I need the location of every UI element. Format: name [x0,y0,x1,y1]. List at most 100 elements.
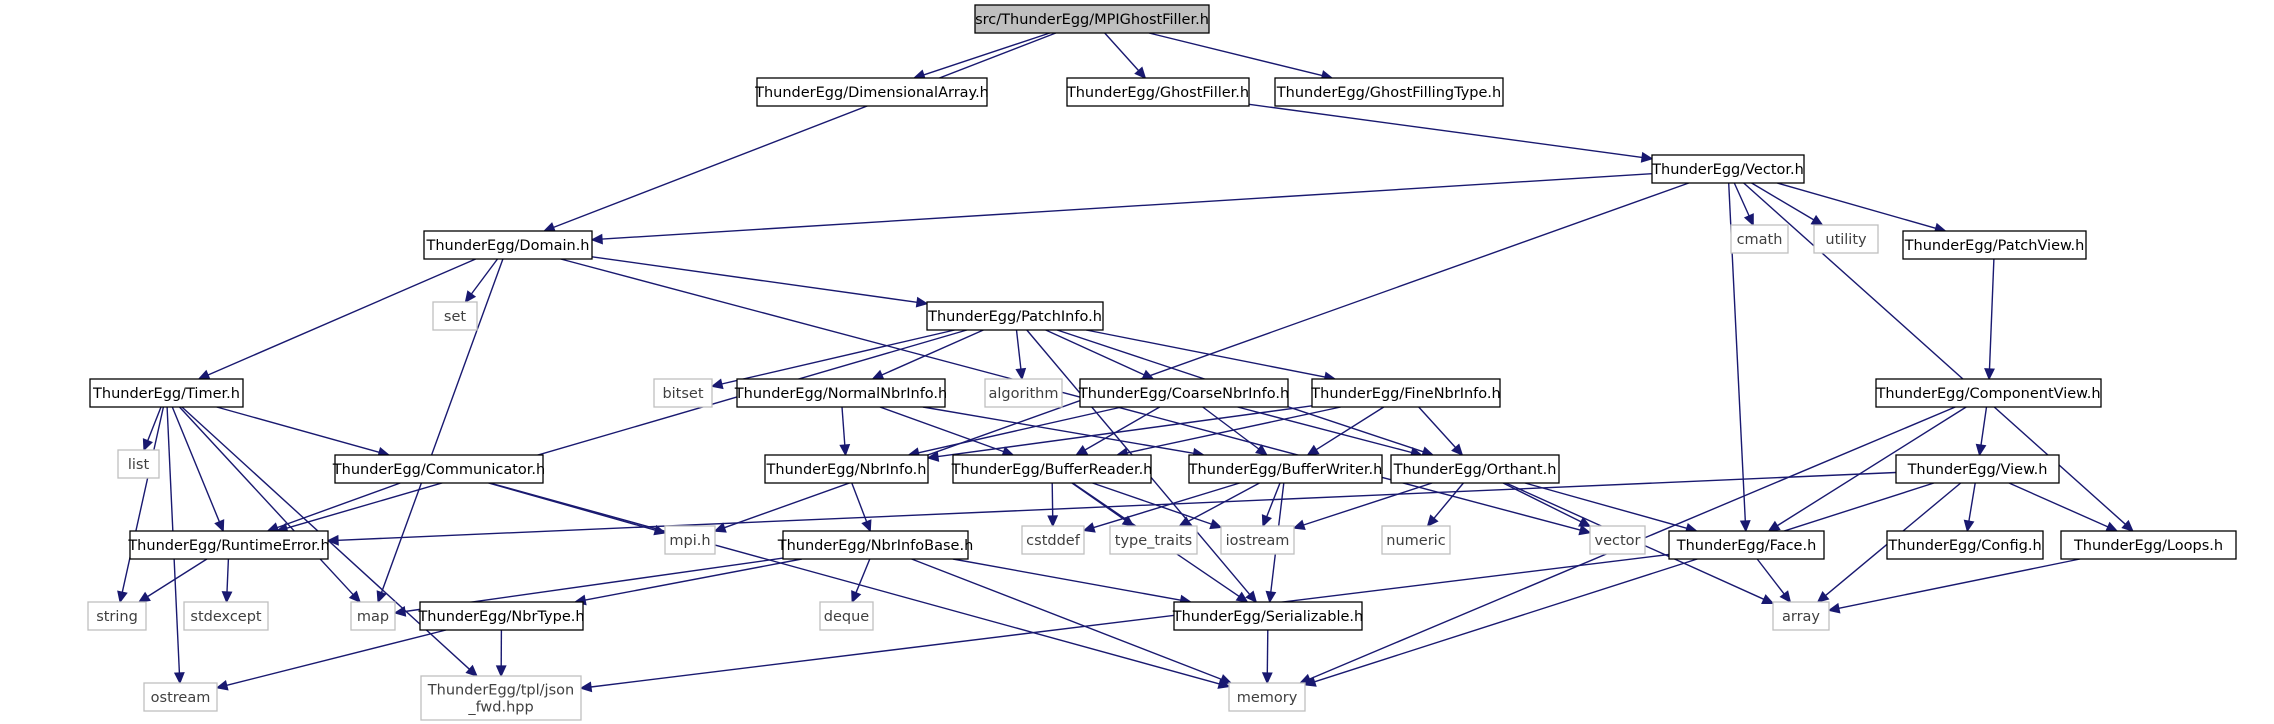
node-cmath: cmath [1730,224,1789,254]
node-ghostfiller[interactable]: ThunderEgg/GhostFiller.h [1066,77,1250,107]
node-label: ThunderEgg/NormalNbrInfo.h [734,386,947,402]
node-label: ostream [151,690,211,706]
node-normalnbr[interactable]: ThunderEgg/NormalNbrInfo.h [734,378,947,408]
node-dimarray[interactable]: ThunderEgg/DimensionalArray.h [754,77,989,107]
edge-line [721,329,955,385]
node-vector_h[interactable]: ThunderEgg/Vector.h [1651,154,1805,184]
node-patchinfo[interactable]: ThunderEgg/PatchInfo.h [926,301,1104,331]
node-box [1390,454,1560,484]
edge-line [1743,182,2126,525]
edge-line [1980,406,1988,446]
node-nbrtype[interactable]: ThunderEgg/NbrType.h [417,601,585,631]
node-label: mpi.h [669,533,710,549]
node-box [143,682,218,712]
node-runtimeerror[interactable]: ThunderEgg/RuntimeError.h [127,530,330,560]
edge-timer-to-string [117,406,165,604]
arrowhead [1245,590,1258,604]
edge-line [1988,258,1995,370]
node-list: list [117,449,160,479]
arrowhead [1640,151,1654,163]
arrowhead [348,590,361,604]
arrowhead [215,679,229,691]
node-nbrinfo[interactable]: ThunderEgg/NbrInfo.h [764,454,929,484]
node-ghostfilltype[interactable]: ThunderEgg/GhostFillingType.h [1274,77,1504,107]
node-coarsenbr[interactable]: ThunderEgg/CoarseNbrInfo.h [1078,378,1289,408]
node-config[interactable]: ThunderEgg/Config.h [1886,530,2044,560]
node-label: ThunderEgg/BufferWriter.h [1188,462,1383,478]
node-array: array [1772,601,1830,631]
edge-bufwriter-to-iostream [1261,482,1281,528]
edge-line [226,558,230,593]
node-box [1668,530,1825,560]
edge-patchinfo-to-runtimeerror [275,329,968,534]
edge-nbrtype-to-jsonfwd [495,629,507,678]
edge-ghostfiller-to-vector_h [1248,103,1654,163]
arrowhead [1255,444,1268,456]
edge-coarsenbr-to-bufwriter [1202,406,1268,456]
edge-componentview-to-view [1975,406,1988,457]
edge-line [1237,406,1412,454]
node-label: cmath [1737,232,1783,248]
arrowhead [1235,591,1249,603]
arrowhead [1261,672,1273,685]
node-box [952,454,1152,484]
arrowhead [465,664,478,677]
arrowhead [1047,515,1059,528]
node-box [653,378,713,408]
node-view[interactable]: ThunderEgg/View.h [1895,454,2060,484]
node-componentview[interactable]: ThunderEgg/ComponentView.h [1875,378,2102,408]
node-vector_std: vector [1589,525,1646,555]
edge-line [1776,182,1936,229]
edge-normalnbr-to-bufwriter [922,406,1206,459]
node-face[interactable]: ThunderEgg/Face.h [1668,530,1825,560]
node-nbrinfobase[interactable]: ThunderEgg/NbrInfoBase.h [777,530,974,560]
node-label: map [357,609,389,625]
node-bufwriter[interactable]: ThunderEgg/BufferWriter.h [1188,454,1383,484]
node-layer: src/ThunderEgg/MPIGhostFiller.hThunderEg… [87,4,2237,721]
edge-mpighost-to-ghostfiller [1104,32,1147,80]
node-label: ThunderEgg/Loops.h [2073,538,2223,554]
node-deque: deque [819,601,874,631]
node-label: ThunderEgg/GhostFiller.h [1066,85,1249,101]
node-label: array [1782,609,1820,625]
node-finenbr[interactable]: ThunderEgg/FineNbrInfo.h [1310,378,1501,408]
arrowhead [542,222,556,233]
node-bufreader[interactable]: ThunderEgg/BufferReader.h [951,454,1153,484]
edge-patchinfo-to-algorithm [1015,329,1027,381]
node-typetraits: type_traits [1109,525,1198,555]
node-box [1875,378,2102,408]
node-label: iostream [1226,533,1290,549]
edge-line [226,629,447,686]
node-box [1021,525,1085,555]
node-domain[interactable]: ThunderEgg/Domain.h [423,230,593,260]
node-mpighost[interactable]: src/ThunderEgg/MPIGhostFiller.h [974,4,1210,34]
edge-vector_h-to-cmath [1733,182,1754,227]
node-timer[interactable]: ThunderEgg/Timer.h [89,378,244,408]
edge-timer-to-list [142,406,162,452]
node-box [819,601,874,631]
node-orthant[interactable]: ThunderEgg/Orthant.h [1390,454,1560,484]
edge-timer-to-communicator [216,406,391,458]
node-label: ThunderEgg/PatchView.h [1904,238,2085,254]
node-cstddef: cstddef [1021,525,1085,555]
node-box [1813,224,1879,254]
edge-line [147,406,162,441]
arrowhead [142,438,153,452]
node-loops[interactable]: ThunderEgg/Loops.h [2060,530,2237,560]
node-serializable[interactable]: ThunderEgg/Serializable.h [1172,601,1363,631]
edge-finenbr-to-bufwriter [1306,406,1385,456]
node-label: ThunderEgg/DimensionalArray.h [754,85,989,101]
node-label: memory [1237,690,1298,706]
node-patchview[interactable]: ThunderEgg/PatchView.h [1902,230,2087,260]
node-string: string [87,601,147,631]
node-communicator[interactable]: ThunderEgg/Communicator.h [332,454,545,484]
node-label: ThunderEgg/FineNbrInfo.h [1310,386,1500,402]
edge-line [1418,406,1457,449]
edge-normalnbr-to-nbrinfo [839,406,851,457]
arrowhead [2105,521,2119,532]
node-box [1228,682,1306,712]
node-set: set [432,301,478,331]
node-box [87,601,147,631]
edge-line [1756,558,1785,595]
edge-vector_h-to-utility [1751,182,1824,226]
